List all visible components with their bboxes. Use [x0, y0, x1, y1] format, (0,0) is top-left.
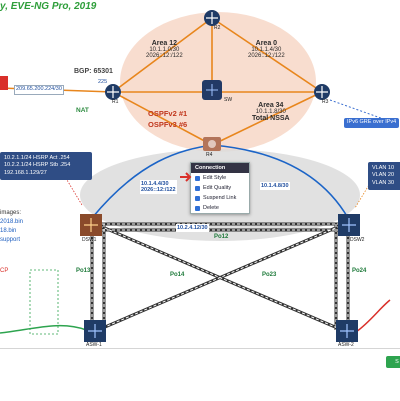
edit-quality-icon	[195, 185, 200, 191]
left-ip-line-1: 10.2.1.1/24 HSRP Act .254	[4, 155, 70, 161]
switch-dsw2[interactable]	[338, 214, 360, 236]
area-0-net4: 10.1.1.4/30	[251, 47, 282, 53]
area-12-net6: 2026::12:/122	[146, 53, 183, 59]
po24-label[interactable]: Po24	[352, 268, 367, 274]
router-r1-label: R1	[112, 99, 119, 105]
gre-tunnel-line[interactable]	[329, 99, 393, 123]
images-line-1: 2018.bin	[0, 219, 24, 225]
router-r4[interactable]	[203, 137, 221, 151]
images-line-3: support	[0, 237, 21, 243]
connection-context-menu[interactable]: Connection Edit Style Edit Quality Suspe…	[190, 162, 250, 214]
context-menu-header: Connection	[191, 163, 249, 173]
bottom-panel	[0, 348, 400, 401]
right-vlan-line-1: VLAN 10	[372, 165, 395, 171]
area-12-label: Area 12 10.1.1.0/30 2026::12:/122	[146, 40, 183, 59]
right-vlan-line-3: VLAN 30	[372, 179, 395, 186]
menu-item-suspend-link-label: Suspend Link	[203, 195, 237, 201]
ospfv3-label: OSPFv3 #6	[148, 120, 188, 129]
edit-style-icon	[195, 175, 200, 181]
side-text: CP	[0, 268, 9, 274]
left-ip-line-2: 10.2.2.1/24 HSRP Stb .254	[4, 162, 71, 169]
router-r3[interactable]	[314, 84, 330, 100]
frame-switch[interactable]	[202, 80, 222, 100]
ospfv2-label: OSPFv2 #1	[148, 109, 188, 118]
left-core-net4: 10.1.4.4/30	[141, 181, 169, 187]
nat-label: NAT	[76, 107, 89, 114]
suspend-link-icon	[195, 195, 200, 201]
images-title: images:	[0, 210, 22, 216]
switch-dsw1-label: DSW1	[82, 237, 97, 243]
left-core-label: 10.1.4.4/30 2026::12:/122	[140, 180, 177, 194]
switch-asw1-label: ASW-1	[86, 342, 102, 348]
switch-asw2-label: ASW-2	[338, 342, 354, 348]
gre-badge: IPv6 GRE over IPv4	[344, 118, 400, 128]
left-ip-box: 10.2.1.1/24 HSRP Act .254 10.2.2.1/24 HS…	[0, 152, 92, 181]
images-line-2: 18.bin	[0, 228, 17, 234]
po14-label[interactable]: Po14	[170, 272, 185, 278]
pointer-arrow-icon	[180, 172, 192, 182]
link-ip-225: 225	[98, 79, 108, 85]
bgp-label: BGP: 65301	[74, 68, 113, 75]
bottom-action-button[interactable]: S	[386, 356, 400, 368]
page-title: y, EVE-NG Pro, 2019	[0, 1, 97, 12]
area-12-net4: 10.1.1.0/30	[149, 47, 180, 53]
area-34-net4: 10.1.1.8/30	[255, 109, 286, 115]
menu-item-suspend-link[interactable]: Suspend Link	[191, 193, 249, 203]
area-12-name: Area 12	[151, 40, 177, 47]
access-link-right[interactable]	[355, 299, 391, 333]
switch-asw1[interactable]	[84, 320, 106, 342]
area-34-label: Area 34 10.1.1.8/30 Total NSSA	[252, 102, 290, 122]
middle-link-label: 10.2.4.12/30	[176, 224, 209, 232]
router-r2[interactable]	[204, 10, 220, 26]
left-core-net6: 2026::12:/122	[141, 187, 176, 193]
menu-item-delete[interactable]: Delete	[191, 203, 249, 213]
menu-item-edit-quality[interactable]: Edit Quality	[191, 183, 249, 193]
delete-icon	[195, 205, 200, 211]
right-vlan-line-2: VLAN 20	[372, 172, 395, 179]
wan-link-label: 209.65.200.224/30	[14, 85, 64, 95]
area-34-type: Total NSSA	[252, 115, 290, 122]
right-core-label: 10.1.4.8/30	[260, 182, 290, 190]
router-r3-label: R3	[322, 99, 329, 105]
menu-item-delete-label: Delete	[203, 205, 219, 211]
switch-dsw2-label: DSW2	[350, 237, 365, 243]
po13-label[interactable]: Po13	[76, 268, 91, 274]
switch-asw2[interactable]	[336, 320, 358, 342]
images-note: images: 2018.bin 18.bin support	[0, 209, 23, 245]
area-0-label: Area 0 10.1.1.4/30 2026::12:/122	[248, 40, 285, 59]
area-0-name: Area 0	[255, 40, 278, 47]
menu-item-edit-quality-label: Edit Quality	[203, 185, 232, 191]
host-left[interactable]	[0, 76, 8, 90]
menu-item-edit-style-label: Edit Style	[203, 175, 227, 181]
area-34-name: Area 34	[258, 102, 284, 109]
left-ip-line-3: 192.168.1.129/27	[4, 169, 47, 176]
router-r2-label: R2	[214, 25, 221, 31]
access-link-left[interactable]	[0, 324, 87, 334]
right-vlan-box: VLAN 10 VLAN 20 VLAN 30	[368, 162, 400, 191]
po12-label[interactable]: Po12	[214, 234, 229, 240]
frame-switch-label: SW	[224, 97, 233, 103]
core-links[interactable]	[91, 144, 349, 219]
router-r1[interactable]	[105, 84, 121, 100]
router-r4-label: R4	[206, 152, 213, 158]
area-0-net6: 2026::12:/122	[248, 53, 285, 59]
menu-item-edit-style[interactable]: Edit Style	[191, 173, 249, 183]
switch-dsw1[interactable]	[80, 214, 102, 236]
dashed-region	[29, 269, 59, 335]
po23-label[interactable]: Po23	[262, 272, 277, 278]
